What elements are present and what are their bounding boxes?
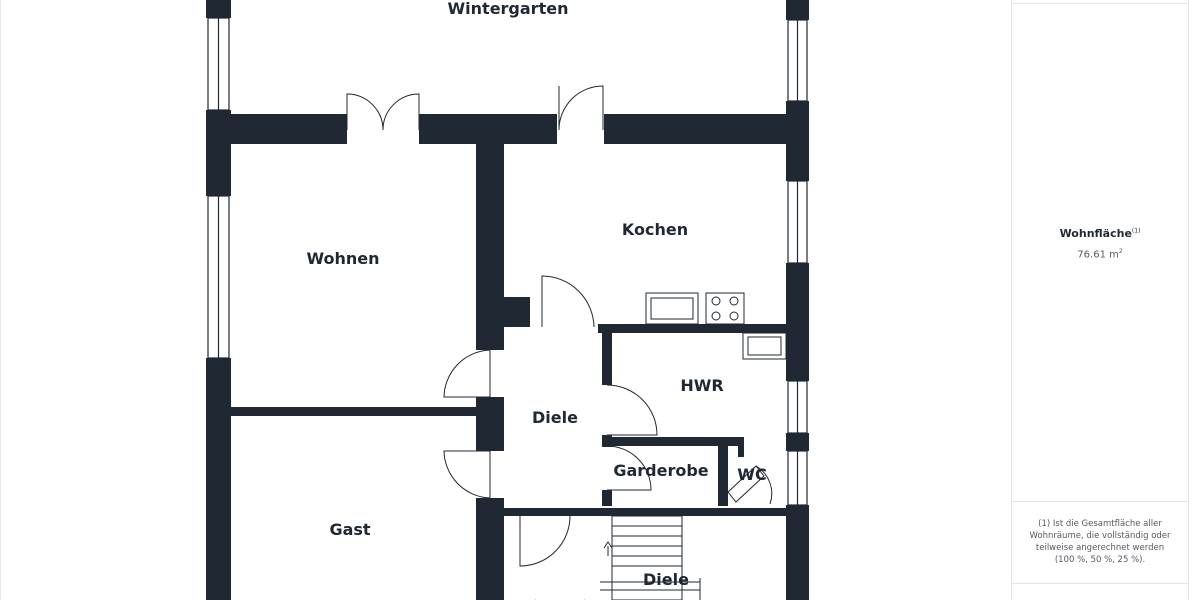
room-label-wc: WC xyxy=(737,465,766,484)
living-area-unit-superscript: 2 xyxy=(1118,248,1123,255)
fixtures xyxy=(600,292,787,600)
living-area-footnote: (1) Ist die Gesamtfläche aller Wohnräume… xyxy=(1029,519,1171,565)
walls xyxy=(206,0,809,600)
floor-plan: Wintergarten Wohnen Kochen Diele HWR Gar… xyxy=(206,0,809,600)
room-label-wintergarten: Wintergarten xyxy=(448,0,569,18)
room-label-diele-lower: Diele xyxy=(643,570,689,589)
windows xyxy=(207,17,808,506)
page-left-border xyxy=(0,0,1,600)
panel-bottom-divider xyxy=(1012,583,1188,584)
room-label-hwr: HWR xyxy=(680,376,723,395)
panel-top-divider xyxy=(1012,3,1188,4)
room-label-kochen: Kochen xyxy=(622,220,688,239)
living-area-value: 76.61 m2 xyxy=(1012,248,1188,260)
room-label-diele: Diele xyxy=(532,408,578,427)
room-label-garderobe: Garderobe xyxy=(613,461,708,480)
doors xyxy=(346,85,773,600)
living-area-number: 76.61 m xyxy=(1077,249,1119,261)
living-area-title: Wohnfläche(1) xyxy=(1012,227,1188,240)
panel-middle-divider xyxy=(1012,501,1188,502)
room-label-gast: Gast xyxy=(329,520,370,539)
room-label-wohnen: Wohnen xyxy=(306,249,379,268)
living-area-footnote-marker: (1) xyxy=(1131,227,1141,235)
room-labels: Wintergarten Wohnen Kochen Diele HWR Gar… xyxy=(306,0,766,589)
living-area-label: Wohnfläche xyxy=(1059,227,1132,240)
legend-panel: Wohnfläche(1) 76.61 m2 (1) Ist die Gesam… xyxy=(1011,0,1189,600)
